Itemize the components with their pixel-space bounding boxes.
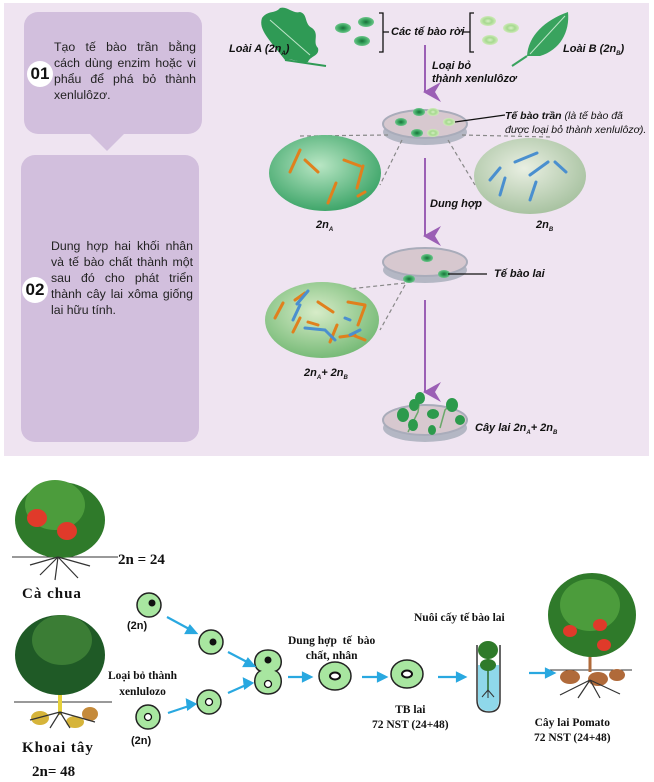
pointer-line-naked: [454, 114, 506, 123]
label-nucleus-a: 2nA: [316, 219, 334, 234]
blue-flow-arrows: [166, 616, 557, 715]
label-nucleus-b: 2nB: [536, 219, 554, 234]
step-card-2: 02 Dung hợp hai khối nhân và tế bào chất…: [21, 155, 199, 442]
cell-tomato-1: [136, 592, 162, 618]
pomato-plant-icon: [548, 573, 636, 699]
petri-dish-hybrid-plant: [382, 392, 468, 442]
label-hybrid-plant: Cây lai 2nA+ 2nB: [475, 422, 558, 437]
step-number-1: 01: [27, 61, 53, 87]
dashed-zoom-lines-1: [299, 134, 551, 186]
label-separate-cells: Các tế bào rời: [391, 26, 465, 38]
label-species-b: Loài B (2nB): [563, 43, 625, 58]
leaf-a-icon: [261, 7, 327, 67]
separate-cells-b: [480, 16, 519, 45]
hybrid-cell-2: [390, 659, 424, 689]
tomato-name: Cà chua: [22, 586, 82, 602]
nucleus-b: [474, 138, 586, 214]
step-number-2: 02: [22, 277, 48, 303]
hybrid-cell-1: [318, 661, 352, 691]
step-card-1: 01 Tạo tế bào trần bằng cách dùng enzim …: [24, 12, 202, 134]
leaf-b-icon: [511, 12, 569, 67]
nucleus-a: [269, 135, 381, 211]
card-pointer: [90, 134, 124, 151]
bracket-left: [379, 12, 389, 53]
petri-dish-hybrid-cells: [382, 247, 468, 283]
label-fusion: Dung hợp: [430, 198, 482, 210]
label-2n-bottom: (2n): [131, 735, 152, 747]
label-naked-cell: Tế bào trần (là tế bào đã được loại bỏ t…: [505, 110, 647, 136]
label-hybrid-nucleus: 2nA+ 2nB: [304, 367, 348, 382]
step-text-1: Tạo tế bào trần bằng cách dùng enzim hoặ…: [54, 40, 196, 102]
cell-tomato-2: [198, 629, 224, 655]
potato-chromosomes: 2n= 48: [32, 764, 76, 780]
cell-potato-1: [135, 704, 161, 730]
label-species-a: Loài A (2nA): [229, 43, 290, 58]
label-culture: Nuôi cấy tế bào lai: [414, 612, 505, 624]
nucleus-hybrid: [265, 282, 379, 358]
petri-dish-naked-cells: [382, 108, 468, 145]
separate-cells-a: [335, 17, 374, 46]
fusing-cells: [254, 649, 282, 695]
potato-plant-icon: [14, 615, 112, 729]
tomato-plant-icon: [12, 480, 112, 581]
cell-potato-2: [196, 689, 222, 715]
tomato-chromosomes: 2n = 24: [118, 552, 165, 568]
potato-name: Khoai tây: [22, 740, 94, 756]
step-text-2: Dung hợp hai khối nhân và tế bào chất th…: [51, 239, 193, 317]
bracket-right: [463, 12, 474, 53]
test-tube-icon: [476, 641, 501, 713]
label-2n-top: (2n): [127, 620, 148, 632]
label-hybrid-cell: Tế bào lai: [494, 268, 545, 280]
